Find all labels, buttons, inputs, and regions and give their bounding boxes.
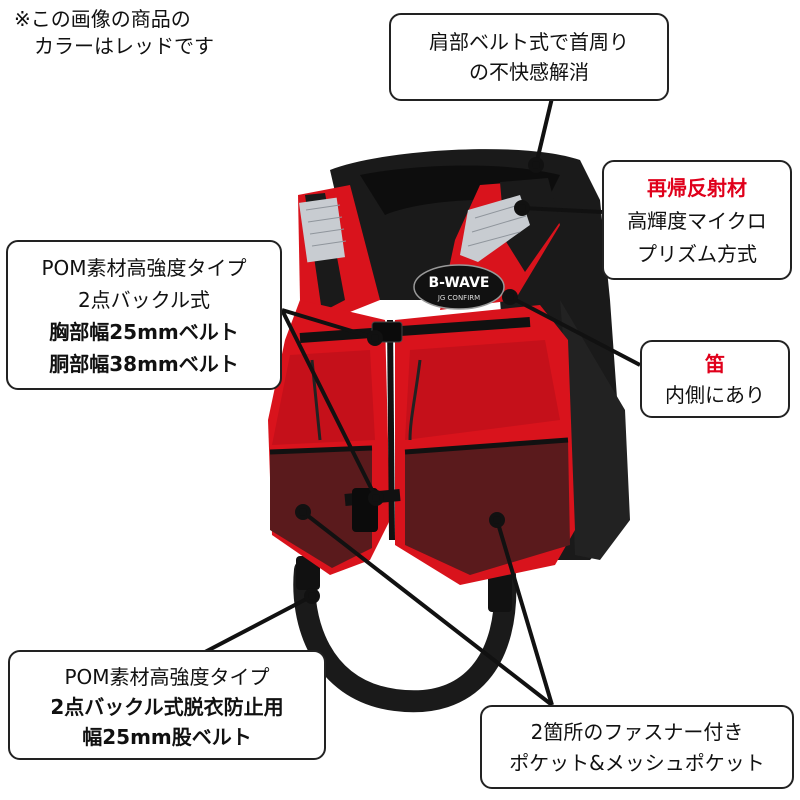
callout-whistle-title: 笛 [705, 352, 725, 376]
callout-reflector-line2: 高輝度マイクロ [627, 209, 767, 233]
callout-shoulder-belt: 肩部ベルト式で首周り の不快感解消 [389, 13, 669, 101]
color-note-line2: カラーはレッドです [34, 34, 214, 58]
crotch-strap [293, 559, 517, 713]
callout-buckle-line2: 2点バックル式 [77, 288, 211, 312]
callout-buckle-line3: 胸部幅25mmベルト [49, 320, 239, 344]
callout-pockets: 2箇所のファスナー付き ポケット&メッシュポケット [480, 705, 794, 789]
callout-crotch-line1: POM素材高強度タイプ [64, 665, 270, 689]
right-reflector [460, 195, 530, 262]
callout-crotch-line3: 幅25mm股ベルト [82, 725, 252, 749]
left-reflector [299, 197, 345, 263]
callout-shoulder-line1: 肩部ベルト式で首周り [429, 30, 629, 54]
right-pocket-zipper [408, 359, 422, 441]
chest-buckle [371, 321, 403, 343]
collar-inner [360, 165, 560, 215]
color-note-line1: ※この画像の商品の [14, 7, 191, 31]
left-reflector-grid [305, 204, 347, 247]
color-note: ※この画像の商品の カラーはレッドです [14, 6, 214, 60]
callout-pockets-line1: 2箇所のファスナー付き [530, 720, 744, 744]
callout-buckle-belts: POM素材高強度タイプ 2点バックル式 胸部幅25mmベルト 胴部幅38mmベル… [6, 240, 282, 390]
waist-buckle [352, 488, 378, 532]
callout-whistle-line2: 内側にあり [665, 383, 765, 407]
callout-shoulder-line2: の不快感解消 [469, 60, 589, 84]
callout-pockets-line2: ポケット&メッシュポケット [509, 751, 765, 775]
callout-reflector: 再帰反射材 高輝度マイクロ プリズム方式 [602, 160, 792, 280]
brand-logo [413, 264, 505, 310]
callout-whistle: 笛 内側にあり [640, 340, 790, 418]
callout-crotch-line2: 2点バックル式脱衣防止用 [50, 695, 284, 719]
callout-reflector-line3: プリズム方式 [637, 242, 757, 266]
callout-reflector-title: 再帰反射材 [647, 176, 747, 200]
callout-buckle-line4: 胴部幅38mmベルト [49, 352, 239, 376]
center-zipper [387, 319, 395, 541]
brand-logo-text: B-WAVE [429, 275, 490, 291]
callout-buckle-line1: POM素材高強度タイプ [41, 256, 247, 280]
callout-crotch-belt: POM素材高強度タイプ 2点バックル式脱衣防止用 幅25mm股ベルト [8, 650, 326, 760]
brand-logo-subtext: JG CONFIRM [437, 294, 480, 302]
